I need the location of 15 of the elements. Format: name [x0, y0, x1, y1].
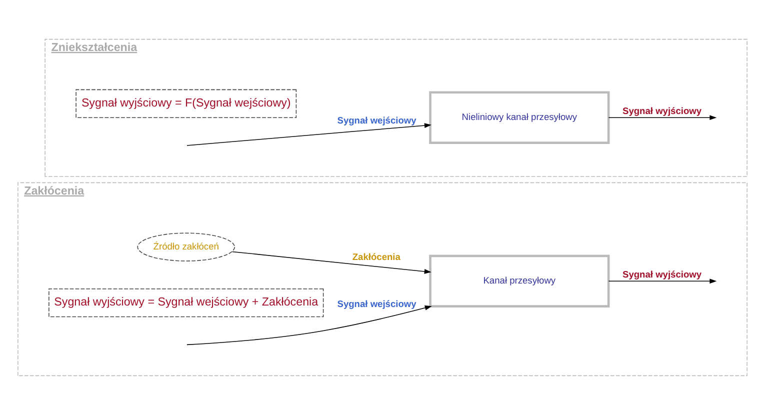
edge-label: Sygnał wyjściowy — [622, 270, 702, 280]
edge-label: Sygnał wyjściowy — [622, 106, 702, 116]
node-box: Nieliniowy kanał przesyłowy — [429, 91, 610, 144]
edge-label: Sygnał wejściowy — [337, 115, 416, 126]
edge-label: Zakłócenia — [352, 252, 400, 262]
node-box: Sygnał wyjściowy = Sygnał wejściowy + Zakłócenia — [48, 288, 324, 318]
edge-label: Sygnał wejściowy — [337, 299, 416, 310]
arrow — [186, 305, 432, 346]
arrow — [608, 278, 717, 284]
arrow — [232, 251, 432, 274]
node-ellipse: Źródło zakłóceń — [137, 232, 236, 262]
arrow — [608, 115, 717, 120]
node-box: Kanał przesyłowy — [429, 254, 610, 308]
arrow — [186, 123, 432, 146]
node-box: Sygnał wyjściowy = F(Sygnał wejściowy) — [76, 89, 297, 118]
